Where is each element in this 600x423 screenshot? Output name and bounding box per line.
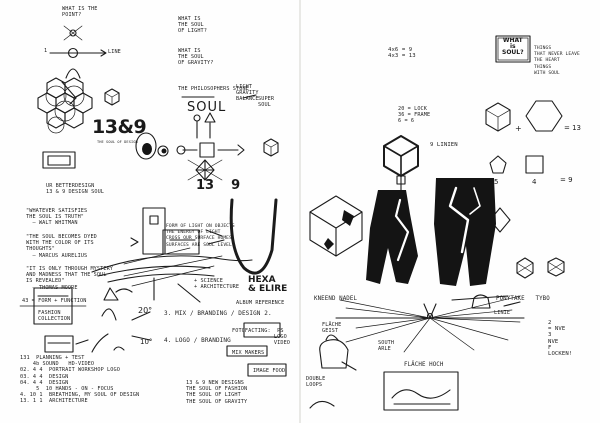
page-gutter — [299, 0, 301, 423]
number-one: 1 — [44, 48, 48, 54]
twenty-degrees: 20° — [138, 306, 153, 315]
geek-note: 20 = LOCK 36 = FRAME 6 = 6 — [398, 106, 431, 125]
equals-nine: = 9 — [560, 176, 573, 184]
fashion-note: FASHION COLLECTION — [38, 310, 71, 323]
hexa-bracket-sketch — [130, 198, 278, 275]
soul-diagram — [176, 94, 279, 181]
hexagon-flower-sketch — [37, 77, 93, 134]
perspective-sketch — [335, 294, 525, 353]
album-label: ALBUM REFERENCE — [236, 300, 285, 306]
form-function: 43 = FORM + FUNCTION — [22, 298, 87, 304]
shapes-equation-row2 — [489, 155, 565, 279]
linien-note: 9 LINIEN — [430, 142, 458, 148]
soul-of-gravity-question: WHAT IS THE SOUL OF GRAVITY? — [178, 48, 214, 67]
egg-icons — [135, 132, 169, 160]
badge-note: THINGS THAT NEVER LEAVE THE HEART THINGS… — [534, 46, 580, 76]
product-list: 131 PLANNING + TEST 4b SOUND HD-VIDEO 02… — [20, 355, 140, 405]
double-loops: DOUBLE LOOPS — [306, 376, 326, 389]
quote-aurelius: "THE SOUL BECOMES DYED WITH THE COLOR OF… — [26, 234, 97, 259]
url-note: UR BETTERDESIGN 13 & 9 DESIGN SOUL — [46, 183, 105, 196]
number-four: 4 — [532, 178, 537, 186]
image-food-box: IMAGE FOOD — [253, 368, 286, 374]
linie-label: LINIE — [494, 310, 511, 316]
what-is-soul-badge: WHAT is SOUL? — [502, 37, 524, 56]
bottom-pair: 13 9 — [196, 178, 241, 193]
shapes-equation-row1 — [485, 100, 563, 132]
bottom-left-sketches — [19, 305, 287, 377]
open-cube-sketch — [309, 195, 363, 257]
point-question: WHAT IS THE POINT? — [62, 6, 98, 19]
mix-makers-box: MIX MAKERS — [232, 350, 265, 356]
small-cube-icon — [104, 88, 120, 106]
logo-line: 4. LOGO / BRANDING — [164, 337, 231, 344]
super-soul-note: SUPER SOUL — [258, 96, 275, 109]
formula-note: 2 = NVE 3 NVE F LOCKEN! — [548, 320, 573, 358]
badge-box — [495, 35, 531, 63]
kneend-nadel: KNEEND NADEL — [314, 296, 358, 302]
south-arle: SOUTH ARLE — [378, 340, 395, 353]
soul-of-light-question: WHAT IS THE SOUL OF LIGHT? — [178, 16, 208, 35]
science-note: + SCIENCE + ARCHITECTURE — [194, 278, 240, 291]
soul-title: SOUL — [187, 100, 227, 115]
fashion-box-sketch — [33, 151, 76, 353]
black-figures — [366, 178, 496, 286]
soul-of-fashion: 13 & 9 NEW DESIGNS THE SOUL OF FASHION T… — [186, 380, 248, 405]
bottom-right-sketches — [309, 301, 521, 411]
math-top: 4x6 = 9 4x3 = 13 — [388, 47, 416, 60]
equals-thirteen: = 13 — [564, 124, 581, 132]
ponytake-tybo: PONYTAKE TYBO — [496, 296, 550, 302]
quote-mystery: "IT IS ONLY THROUGH MYSTERY AND MADNESS … — [26, 266, 114, 291]
flaeche-hoch: FLÄCHE HOCH — [404, 362, 444, 368]
tall-cube-figure — [383, 135, 419, 195]
quote-whitman: "WHATEVER SATISFIES THE SOUL IS TRUTH" —… — [26, 208, 88, 227]
plus-sign: + — [515, 124, 522, 133]
ten-degrees: 10° — [140, 338, 153, 346]
light-gravity-note: LIGHT GRAVITY BALANCE — [236, 84, 259, 103]
mix-line: 3. MIX / BRANDING / DESIGN 2. — [164, 310, 272, 317]
hexa-label: HEXA & ELIRE — [248, 275, 288, 294]
philosophers-stone: THE PHILOSOPHERS STONE — [178, 86, 249, 92]
logo-mark: 13&9 — [92, 116, 147, 138]
point-line-sketch — [49, 25, 107, 79]
logo-subtitle: THE SOUL OF DESIGN — [97, 140, 138, 144]
flaeche-geist: FLÄCHE GEIST — [322, 322, 342, 335]
number-five: 5 — [494, 178, 499, 186]
fotofacting-note: FOTOFACTING: PS LOGO VIDEO — [232, 328, 291, 347]
line-label: LINE — [108, 49, 121, 55]
skyline-notes: FORM OF LIGHT ON OBJECTS THE ENERGY OF L… — [166, 224, 235, 248]
